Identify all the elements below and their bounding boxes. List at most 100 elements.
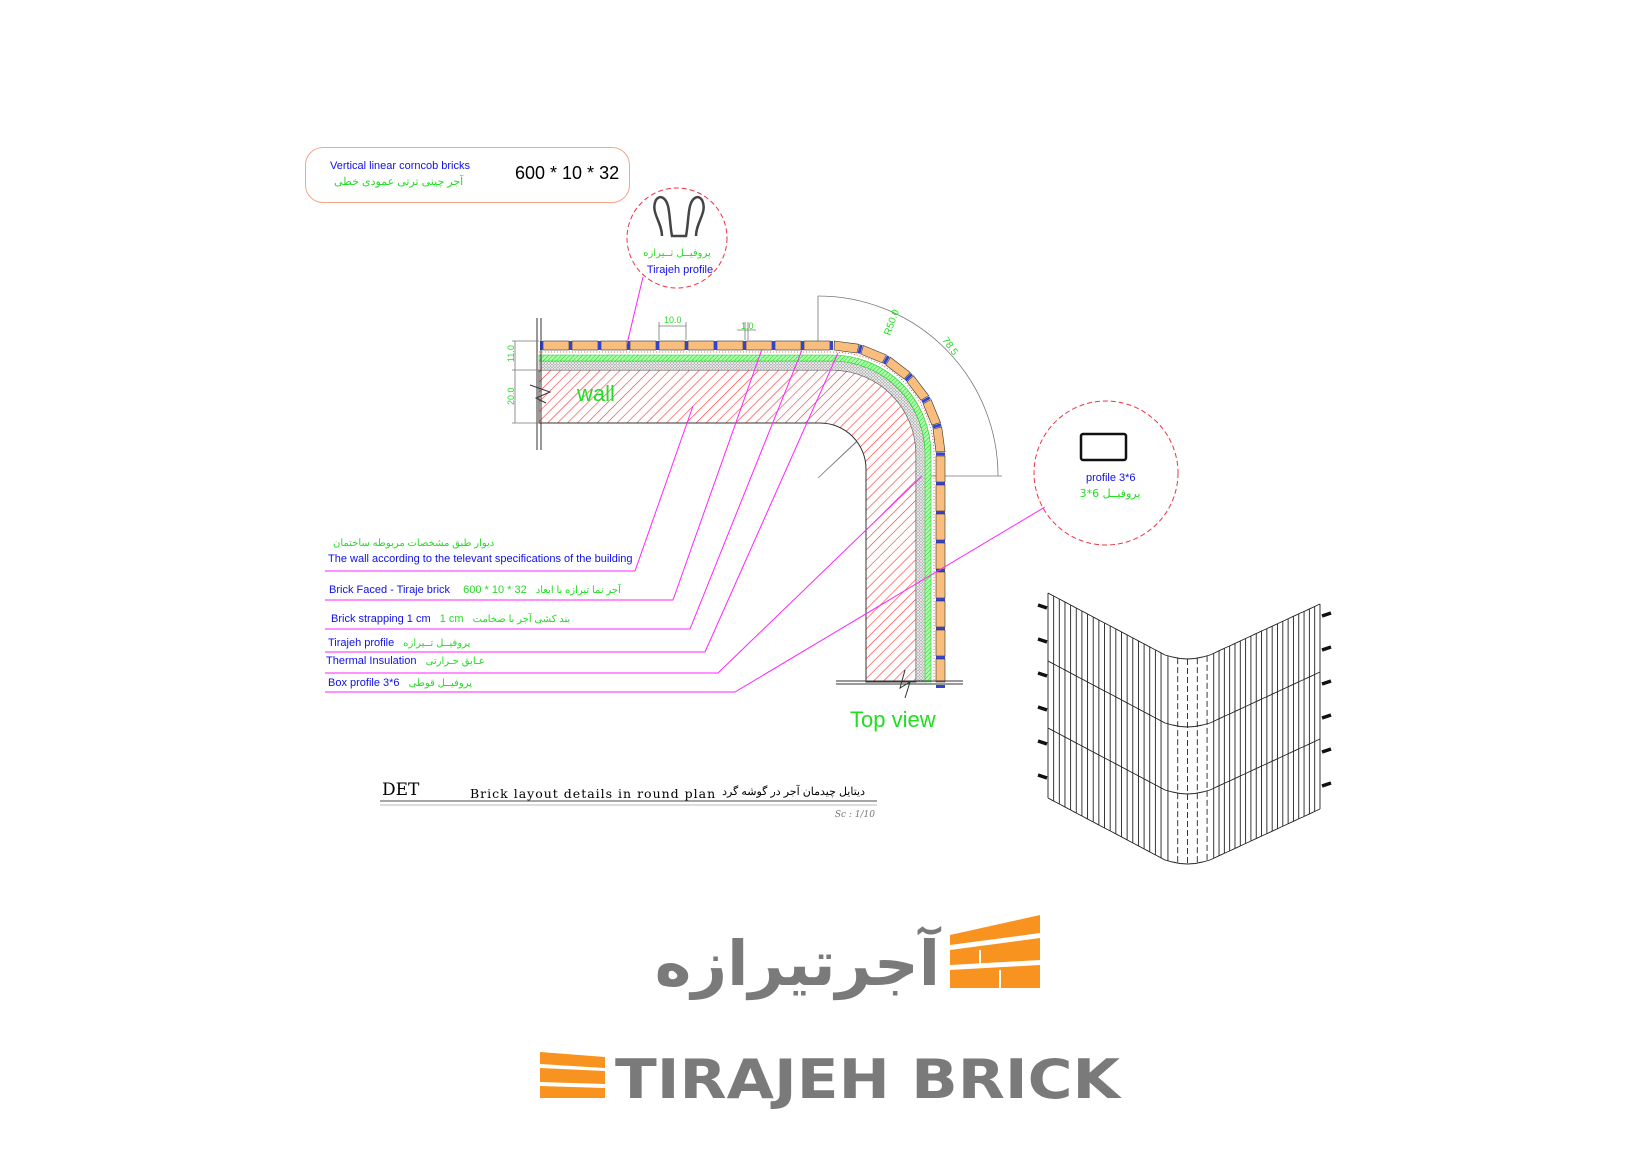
title-en: Brick layout details in round plan (470, 786, 717, 801)
brick-joint (936, 511, 945, 514)
legend-value: 1 cm (439, 613, 464, 625)
iso-tie-icon (1321, 611, 1332, 618)
brick-joint (936, 569, 945, 572)
brick-logo-icon (540, 1052, 605, 1098)
iso-tie-icon (1037, 671, 1048, 678)
wall-end-line (529, 318, 963, 699)
brick (935, 513, 946, 541)
brick-joint (685, 341, 688, 350)
radius-label: R50.0 (882, 308, 902, 337)
legend-wall-en: The wall according to the televant speci… (328, 553, 633, 565)
joint-label: 1.0 (741, 321, 754, 331)
spec-box (305, 147, 630, 203)
brick-joint (882, 355, 890, 365)
brick (803, 340, 831, 351)
brick-joint (743, 341, 746, 350)
tirajeh-profile-glyph-icon (653, 195, 705, 238)
view-label: Top view (850, 707, 936, 732)
brick (922, 399, 941, 426)
legend-item-tirajeh-profile: Tirajeh profile پروفیــل تــیرازه (328, 637, 470, 649)
brick (935, 658, 946, 683)
brick-joint (936, 656, 945, 659)
tirajeh-profile-layer (538, 354, 932, 683)
brick (935, 600, 946, 628)
legend-label-fa: آجر نما تیرازه با ابعاد (535, 585, 621, 596)
legend-wall-fa: دیوار طبق مشخصات مربوطه ساختمان (333, 538, 495, 549)
brick-joint (830, 341, 833, 350)
cladding-depth-label: 11.0 (506, 345, 516, 362)
legend-label-fa: عـایق حـرارتی (425, 656, 485, 667)
leader-lines (325, 276, 1046, 693)
legend-value: 600 * 10 * 32 (463, 584, 527, 596)
isometric-view (1037, 592, 1332, 865)
brick (629, 340, 657, 351)
legend-label-en: Thermal Insulation (326, 655, 417, 667)
brick-joint (904, 373, 913, 382)
legend-label-fa: بند کشی آجر با ضخامت (472, 614, 571, 625)
logo-en: TIRAJEH BRICK (540, 1048, 1122, 1111)
spec-dimensions: 600 * 10 * 32 (515, 163, 620, 183)
brick (774, 340, 802, 351)
depth-dimension (512, 322, 756, 424)
legend-label-en: Brick Faced - Tiraje brick (329, 584, 451, 596)
tirajeh-profile-callout-circle (626, 187, 728, 289)
iso-tie-icon (1037, 603, 1048, 610)
legend-item-thermal-insulation: Thermal Insulation عـایق حـرارتی (326, 655, 485, 667)
iso-tie-icon (1037, 773, 1048, 780)
brick-joint (936, 598, 945, 601)
tirajeh-profile-label-fa: پروفیــل تــیرازه (643, 248, 711, 259)
iso-tie-icon (1321, 645, 1332, 652)
brick-joint (936, 540, 945, 543)
strapping-line (539, 351, 935, 682)
brick (932, 426, 946, 453)
brick (571, 340, 599, 351)
scale-label: Sc : 1/10 (834, 810, 875, 820)
brick (885, 356, 911, 380)
brick (542, 340, 570, 351)
brick-joint (656, 341, 659, 350)
tirajeh-profile-label-en: Tirajeh profile (647, 264, 713, 276)
wall-depth-label: 20.0 (506, 387, 516, 405)
brick-joint (598, 341, 601, 350)
brick-joint (857, 344, 863, 354)
brick (935, 629, 946, 657)
brick-row (540, 340, 946, 688)
brick (935, 571, 946, 599)
iso-tie-icon (1037, 739, 1048, 746)
box-profile-callout-circle (1033, 400, 1179, 546)
arc-length-label: 78.5 (940, 335, 960, 358)
iso-course-line (1047, 660, 1321, 728)
brick (716, 340, 744, 351)
brick-joint (772, 341, 775, 350)
brick-joint (932, 423, 942, 429)
iso-tie-icon (1321, 747, 1332, 754)
logo-fa: آجرتیرازه (655, 915, 1040, 1000)
brick-joint (936, 482, 945, 485)
brick-joint (569, 341, 572, 350)
legend-label-fa: پروفیــل تــیرازه (403, 638, 471, 649)
box-profile-glyph-icon (1079, 432, 1128, 462)
brick-joint (627, 341, 630, 350)
title-code: DET (382, 780, 420, 800)
iso-course-line (1047, 727, 1321, 795)
box-profile-label-fa: پروفیــل 6*3 (1080, 487, 1141, 500)
brick (935, 455, 946, 483)
legend-label-en: Box profile 3*6 (328, 677, 400, 689)
legend-item-brick-strapping: Brick strapping 1 cm 1 cm بند کشی آجر با… (331, 613, 570, 625)
brick (687, 340, 715, 351)
legend-item-brick-faced: Brick Faced - Tiraje brick 600 * 10 * 32… (329, 584, 621, 596)
brick-joint (801, 341, 804, 350)
legend-item-box-profile: Box profile 3*6 پروفیــل قوطی (328, 677, 472, 689)
legend-label-en: Tirajeh profile (328, 637, 395, 649)
iso-course-line (1047, 797, 1321, 865)
iso-tie-icon (1037, 705, 1048, 712)
iso-tie-icon (1321, 781, 1332, 788)
brick (600, 340, 628, 351)
iso-course-line (1047, 592, 1321, 660)
logo-name-en: TIRAJEH BRICK (615, 1048, 1122, 1111)
iso-tie-icon (1321, 713, 1332, 720)
title-fa: دیتایل چیدمان آجر در گوشه گرد (722, 786, 865, 798)
brick (935, 542, 946, 570)
brick-joint (936, 627, 945, 630)
